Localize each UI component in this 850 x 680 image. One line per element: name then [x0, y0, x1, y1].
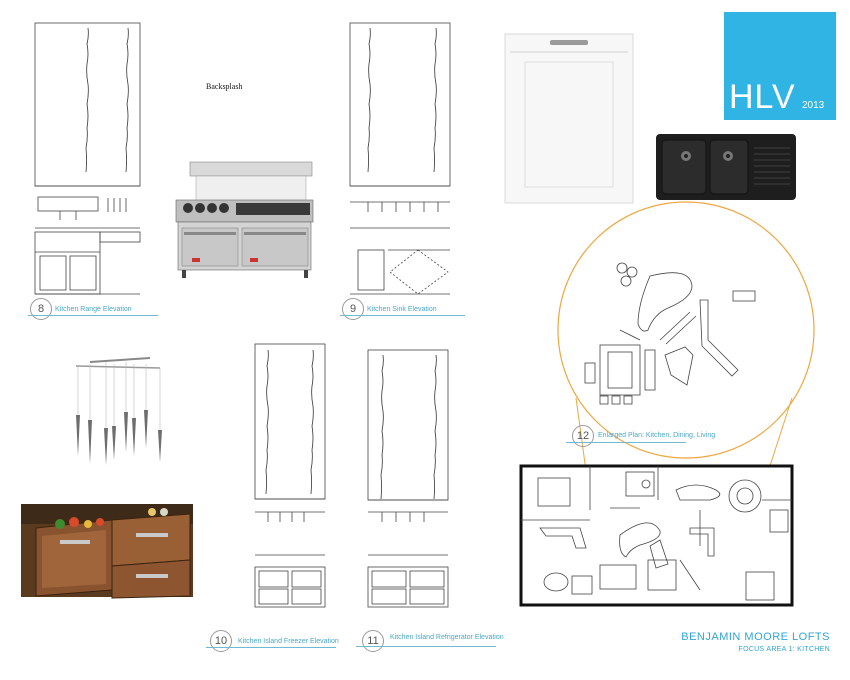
- elevation-10-underline: [206, 647, 336, 648]
- brand-year: 2013: [802, 100, 825, 111]
- elevation-8-underline: [28, 315, 158, 316]
- elevation-9-underline: [340, 315, 465, 316]
- elevation-11-underline: [356, 646, 496, 647]
- brand-name: HLV: [729, 78, 796, 116]
- elevation-12-number: 12: [572, 425, 594, 447]
- elevation-12-underline: [566, 442, 686, 443]
- elevation-10-number: 10: [210, 630, 232, 652]
- double-sink-icon: [656, 134, 796, 200]
- elevation-10-drawing: [254, 343, 326, 608]
- elevation-8-label: Kitchen Range Elevation: [55, 306, 132, 313]
- panel-dishwasher-icon: [504, 33, 634, 204]
- elevation-9-drawing: [349, 22, 451, 295]
- project-subtitle: FOCUS AREA 1: KITCHEN: [738, 646, 830, 653]
- elevation-11-number: 11: [362, 630, 384, 652]
- drawer-refrigerator-icon: [21, 504, 193, 599]
- elevation-9-label: Kitchen Sink Elevation: [367, 306, 437, 313]
- range-photo-icon: [175, 161, 314, 278]
- elevation-11-label: Kitchen Island Refrigerator Elevation: [390, 634, 504, 641]
- elevation-12-label: Enlarged Plan: Kitchen, Dining, Living: [598, 432, 716, 439]
- backsplash-annotation: Backsplash: [206, 82, 243, 91]
- elevation-8-drawing: [34, 22, 141, 295]
- elevation-11-drawing: [367, 349, 449, 608]
- hlv-logo-block: HLV 2013: [724, 12, 836, 120]
- elevation-9-number: 9: [342, 298, 364, 320]
- loft-floor-plan: [519, 464, 794, 607]
- project-title: BENJAMIN MOORE LOFTS: [681, 631, 830, 643]
- elevation-10-label: Kitchen Island Freezer Elevation: [238, 638, 339, 645]
- elevation-8-number: 8: [30, 298, 52, 320]
- pendant-light-icon: [75, 357, 162, 465]
